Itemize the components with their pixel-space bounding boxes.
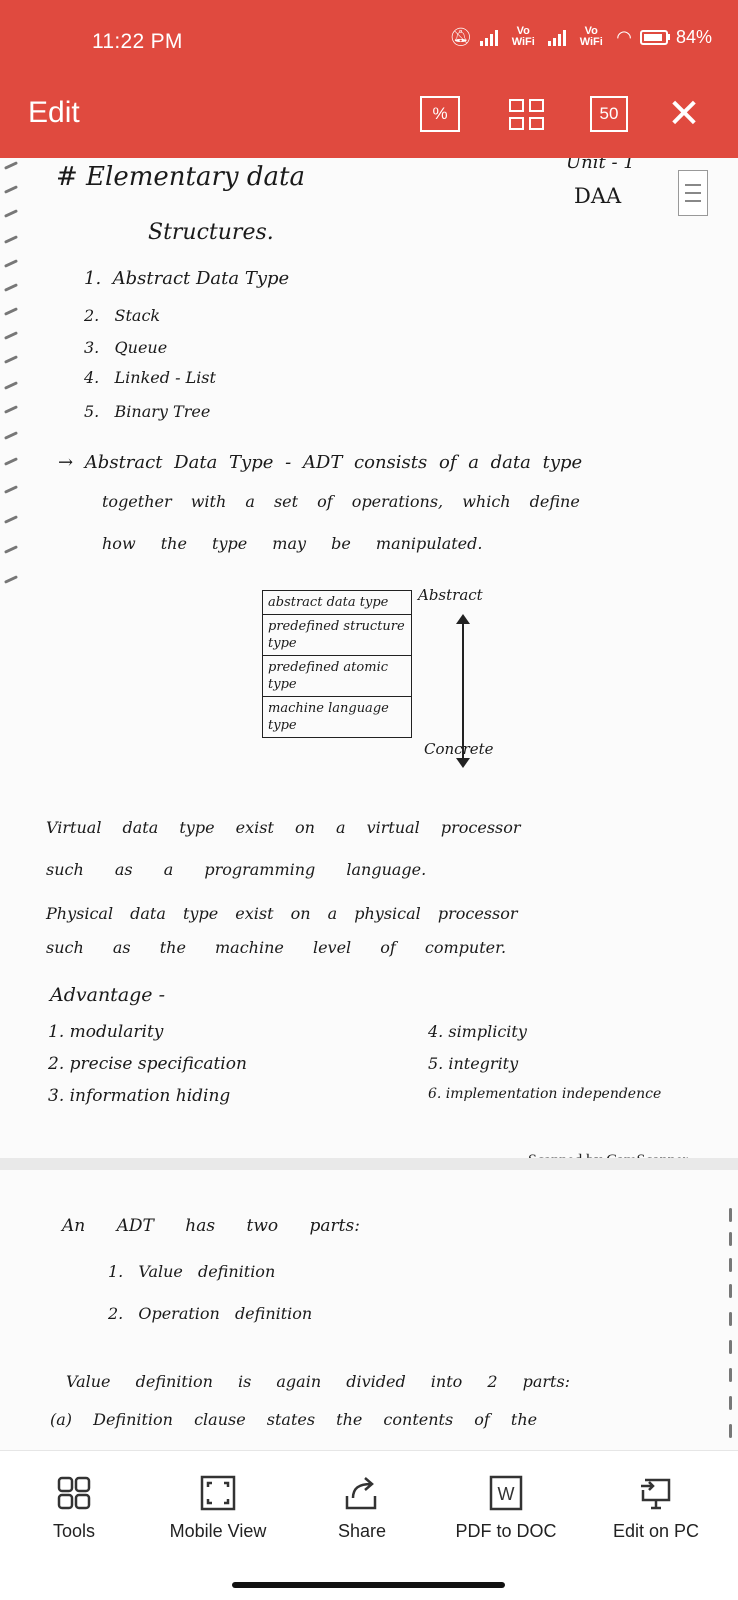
share-button[interactable]: Share [292, 1473, 432, 1542]
list-item: 5. integrity [428, 1054, 519, 1073]
adt-hierarchy-table: abstract data type predefined structure … [262, 590, 412, 738]
tools-button[interactable]: Tools [4, 1473, 144, 1542]
paragraph-line: such as a programming language. [46, 860, 427, 879]
table-row: machine language type [268, 701, 389, 733]
advantage-title: Advantage - [50, 984, 166, 1006]
svg-text:W: W [498, 1484, 515, 1504]
status-bar: 11:22 PM 🔕︎ Vo WiFi Vo WiFi ◠ 84% [0, 0, 738, 86]
battery-icon [639, 29, 668, 45]
page-binding-edge-2 [668, 1198, 738, 1450]
list-item: 3. Queue [84, 338, 168, 357]
paragraph-line: how the type may be manipulated. [102, 534, 483, 553]
list-item: 4. simplicity [428, 1022, 527, 1041]
list-item: 2. precise specification [48, 1054, 247, 1074]
paragraph-line: Virtual data type exist on a virtual pro… [46, 818, 521, 837]
grid-view-button[interactable] [506, 96, 546, 132]
paragraph-line: → Abstract Data Type - ADT consists of a… [58, 452, 583, 473]
list-item: 1. modularity [48, 1022, 164, 1042]
table-row: predefined structure type [263, 615, 411, 656]
mobile-view-icon [148, 1473, 288, 1513]
mute-icon: 🔕︎ [449, 26, 473, 47]
battery-indicator: 84% [639, 26, 712, 48]
signal-icon-2 [548, 28, 567, 46]
paragraph-line: An ADT has two parts: [62, 1216, 360, 1236]
edit-on-pc-button[interactable]: Edit on PC [586, 1473, 726, 1542]
paragraph-line: Value definition is again divided into 2… [66, 1372, 571, 1391]
pdf-to-doc-label: PDF to DOC [455, 1521, 557, 1541]
word-doc-icon: W [436, 1473, 576, 1513]
paragraph-line: Physical data type exist on a physical p… [46, 904, 518, 923]
battery-level: 84% [675, 26, 712, 47]
edit-on-pc-label: Edit on PC [612, 1521, 700, 1541]
app-toolbar: Edit % 50 ✕ [0, 86, 738, 158]
list-item: 1. Abstract Data Type [84, 268, 290, 289]
share-icon [292, 1473, 432, 1513]
page-count-button[interactable]: 50 [590, 96, 628, 132]
carrier1-label: Vo WiFi [511, 25, 535, 48]
pdf-to-doc-button[interactable]: W PDF to DOC [436, 1473, 576, 1542]
signal-icon [480, 28, 499, 46]
percent-button[interactable]: % [420, 96, 460, 132]
home-indicator[interactable] [232, 1582, 505, 1588]
list-item: 2. Stack [84, 306, 161, 325]
page-heading-2: Structures. [148, 220, 274, 245]
paragraph-line: such as the machine level of computer. [46, 938, 507, 957]
subject-label: DAA [574, 184, 622, 208]
percent-icon: % [432, 104, 448, 123]
page-count: 50 [599, 104, 619, 123]
close-button[interactable]: ✕ [662, 92, 706, 136]
wifi-icon: ◠ [616, 26, 632, 47]
list-item: 4. Linked - List [84, 368, 216, 387]
page-heading: # Elementary data [56, 162, 305, 192]
list-item: 3. information hiding [48, 1086, 231, 1106]
tools-icon [4, 1473, 144, 1513]
list-item: 1. Value definition [108, 1262, 276, 1281]
top-app-bar: 11:22 PM 🔕︎ Vo WiFi Vo WiFi ◠ 84% Edit %… [0, 0, 738, 158]
document-viewer[interactable]: Unit - 1 DAA # Elementary data Structure… [0, 158, 738, 1450]
arrow-top-label: Abstract [418, 586, 483, 604]
bottom-toolbar: Tools Mobile View Share W PDF to DOC Edi… [0, 1450, 738, 1570]
list-item: 5. Binary Tree [84, 402, 211, 421]
mobile-view-button[interactable]: Mobile View [148, 1473, 288, 1542]
page-binding-edge [0, 158, 40, 848]
unit-label: Unit - 1 [566, 158, 635, 173]
mobile-view-label: Mobile View [169, 1521, 267, 1541]
list-item: 2. Operation definition [108, 1304, 313, 1323]
scroll-handle[interactable] [678, 170, 708, 216]
share-label: Share [337, 1521, 387, 1541]
monitor-icon [586, 1473, 726, 1513]
status-icons: 🔕︎ Vo WiFi Vo WiFi ◠ 84% [449, 26, 712, 48]
paragraph-line: together with a set of operations, which… [102, 492, 580, 511]
close-icon: ✕ [667, 92, 701, 136]
edit-button[interactable]: Edit [28, 96, 80, 129]
carrier2-label: Vo WiFi [579, 25, 603, 48]
tools-label: Tools [52, 1521, 96, 1541]
arrow-bottom-label: Concrete [424, 740, 494, 758]
paragraph-line: (a) Definition clause states the content… [50, 1410, 538, 1429]
page-separator [0, 1158, 738, 1170]
table-row: predefined atomic type [263, 656, 411, 697]
double-arrow-icon [456, 614, 470, 768]
table-row: abstract data type [263, 591, 411, 615]
status-time: 11:22 PM [92, 30, 183, 53]
list-item: 6. implementation independence [428, 1086, 662, 1102]
